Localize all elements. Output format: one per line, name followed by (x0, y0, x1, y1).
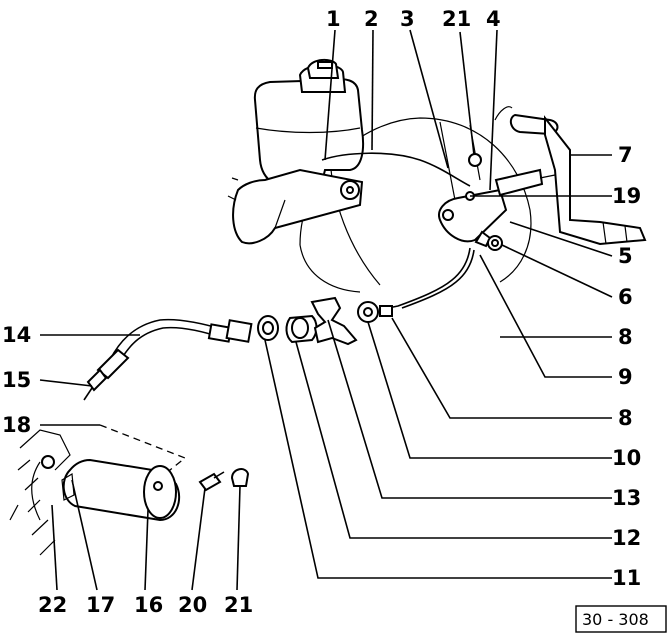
callout-3: 3 (400, 7, 415, 31)
nut-6 (487, 235, 503, 251)
gearbox-housing (9, 429, 71, 556)
leader-lines (39, 29, 613, 591)
hydraulic-pipe (387, 247, 471, 309)
seal-ring-12 (257, 315, 279, 341)
clutch-master-cylinder (438, 153, 556, 248)
callout-21-bottom: 21 (224, 593, 253, 617)
sleeve-13 (285, 314, 318, 344)
callout-17: 17 (86, 593, 115, 617)
callout-19: 19 (612, 184, 641, 208)
washer-8 (357, 301, 379, 323)
callout-10: 10 (612, 446, 641, 470)
callout-16: 16 (134, 593, 163, 617)
callout-13: 13 (612, 486, 641, 510)
fluid-reservoir (253, 58, 365, 191)
callout-22: 22 (38, 593, 67, 617)
callout-15: 15 (2, 368, 31, 392)
slave-cylinder (61, 458, 181, 522)
callout-4: 4 (486, 7, 501, 31)
reservoir-hose (321, 152, 471, 187)
union-nut-8 (379, 305, 393, 317)
figure-reference: 30 - 308 (575, 605, 667, 633)
callout-8-upper: 8 (618, 325, 633, 349)
figure-reference-label: 30 - 308 (582, 610, 649, 629)
callout-14: 14 (2, 323, 31, 347)
callout-21-top: 21 (442, 7, 471, 31)
callout-5: 5 (618, 244, 633, 268)
dust-cap-21 (230, 468, 250, 487)
callout-9: 9 (618, 365, 633, 389)
callout-2: 2 (364, 7, 379, 31)
callout-7: 7 (618, 143, 633, 167)
bleeder-valve-20 (198, 471, 225, 492)
callout-1: 1 (326, 7, 341, 31)
callout-numbers: 1 2 3 21 4 7 19 5 6 8 9 8 10 13 12 11 14… (2, 7, 641, 617)
callout-11: 11 (612, 566, 641, 590)
brake-master-cylinder (227, 168, 364, 245)
callout-12: 12 (612, 526, 641, 550)
retaining-clip-10 (310, 296, 358, 346)
callout-18: 18 (2, 413, 31, 437)
callout-8-lower: 8 (618, 406, 633, 430)
flexible-hose (83, 318, 253, 401)
callout-20: 20 (178, 593, 207, 617)
callout-6: 6 (618, 285, 633, 309)
clutch-pedal (494, 106, 647, 246)
